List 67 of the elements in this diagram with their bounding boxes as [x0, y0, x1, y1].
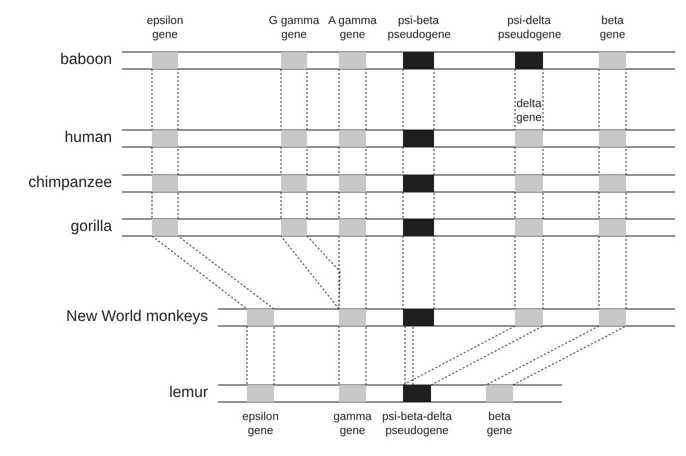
pseudogene-block [403, 385, 431, 402]
gene-label: psi-beta pseudogene [388, 14, 450, 42]
alignment-lines [514, 236, 544, 310]
gene-label: psi-delta pseudogene [498, 14, 560, 42]
gene-block [515, 130, 543, 147]
alignment-lines [402, 236, 434, 310]
gene-label: epsilon gene [146, 14, 184, 42]
gene-block [281, 219, 307, 236]
pseudogene-block [403, 175, 434, 192]
gene-block [515, 175, 543, 192]
alignment-lines [152, 68, 178, 130]
species-label: lemur [169, 384, 208, 402]
species-label: New World monkeys [66, 308, 208, 326]
gene-label: beta gene [486, 410, 514, 438]
gene-label: psi-beta-delta pseudogene [381, 410, 453, 438]
alignment-lines [402, 326, 544, 386]
alignment-lines [404, 326, 414, 386]
pseudogene-block [403, 52, 434, 69]
gene-block [599, 175, 626, 192]
gene-label: A gamma gene [327, 14, 378, 42]
alignment-lines [338, 326, 366, 386]
alignment-lines [402, 68, 434, 130]
gene-block [281, 130, 307, 147]
alignment-lines [338, 68, 366, 130]
gene-block [247, 385, 274, 402]
alignment-lines [280, 236, 340, 310]
species-label: gorilla [70, 218, 112, 236]
gene-block [339, 309, 366, 326]
alignment-lines [338, 236, 366, 310]
species-label: human [64, 129, 112, 147]
gene-block [486, 385, 513, 402]
gene-block [599, 52, 626, 69]
gene-block [281, 52, 307, 69]
gene-label: gamma gene [332, 410, 373, 438]
gene-block [152, 175, 178, 192]
pseudogene-block [403, 130, 434, 147]
gene-block [339, 385, 366, 402]
gene-block [515, 309, 543, 326]
gene-block [599, 309, 626, 326]
gene-block [152, 52, 178, 69]
gene-block [152, 219, 178, 236]
gene-block [599, 219, 626, 236]
pseudogene-block [515, 52, 543, 69]
gene-label: delta gene [515, 97, 543, 125]
gene-block [515, 219, 543, 236]
pseudogene-block [403, 309, 434, 326]
gene-block [339, 52, 366, 69]
alignment-lines [152, 236, 276, 310]
gene-block [339, 219, 366, 236]
alignment-lines [514, 68, 544, 130]
species-label: chimpanzee [28, 174, 112, 192]
alignment-lines [486, 326, 626, 386]
gene-block [599, 130, 626, 147]
gene-block [339, 175, 366, 192]
gene-label: epsilon gene [241, 410, 280, 438]
alignment-lines [280, 68, 308, 130]
gene-block [247, 309, 274, 326]
species-label: baboon [60, 51, 112, 69]
gene-block [152, 130, 178, 147]
alignment-lines [246, 326, 274, 386]
pseudogene-block [403, 219, 434, 236]
gene-label: beta gene [598, 14, 626, 42]
alignment-lines [598, 68, 626, 130]
gene-label: G gamma gene [268, 14, 320, 42]
gene-block [281, 175, 307, 192]
gene-block [339, 130, 366, 147]
alignment-lines [598, 236, 626, 310]
